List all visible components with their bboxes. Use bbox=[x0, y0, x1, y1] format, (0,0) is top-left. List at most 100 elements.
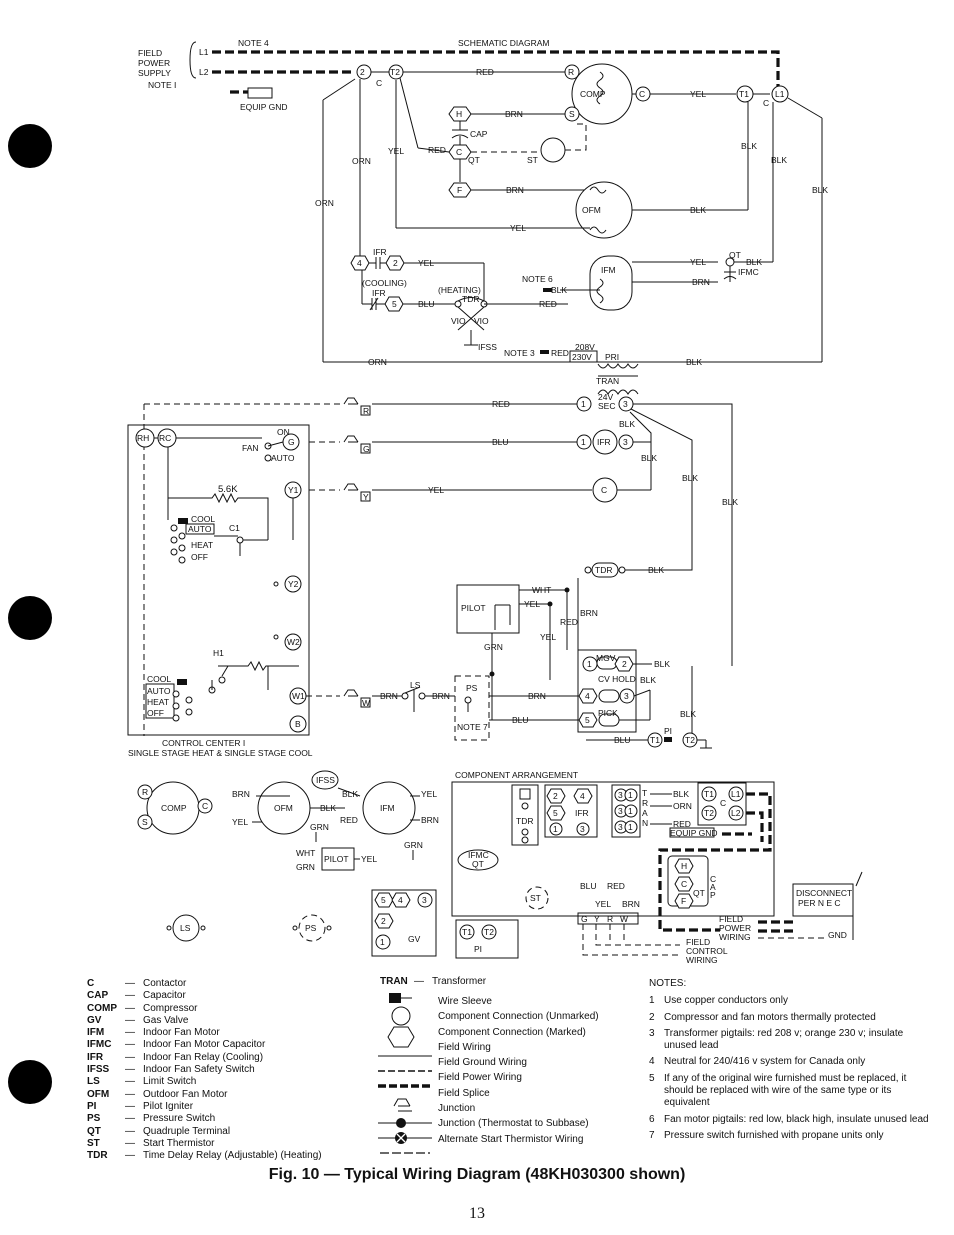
note-number: 4 bbox=[649, 1056, 655, 1068]
tran-label: TRAN bbox=[596, 376, 619, 386]
gnd-label: GND bbox=[828, 930, 847, 940]
legend-abbr: CAP bbox=[87, 990, 109, 1002]
cool-label-2: COOL bbox=[147, 674, 171, 684]
legend-row: ST—Start Thermistor bbox=[87, 1138, 322, 1150]
fpw-label-2: POWER bbox=[719, 923, 751, 933]
wire-label-orn-1: ORN bbox=[352, 156, 371, 166]
pilot-box bbox=[456, 584, 520, 634]
wire-label-brn-2: BRN bbox=[506, 185, 524, 195]
wire-label-grn-4: GRN bbox=[296, 862, 315, 872]
ifr-terminal-4 bbox=[350, 255, 370, 271]
wire-label-blk-4: BLK bbox=[812, 185, 828, 195]
legend-dash: — bbox=[125, 1076, 135, 1088]
field-splice-red bbox=[343, 397, 359, 405]
note7-label: NOTE 7 bbox=[457, 722, 488, 732]
w1-label: W1 bbox=[292, 691, 305, 701]
contactor-block-c: C bbox=[720, 798, 726, 808]
legend-desc: Indoor Fan Relay (Cooling) bbox=[143, 1051, 264, 1063]
t1-label: T1 bbox=[739, 89, 749, 99]
splice-g-label: G bbox=[363, 444, 370, 454]
legend-abbr: IFR bbox=[87, 1051, 104, 1063]
wire-label-red-9: RED bbox=[607, 881, 625, 891]
legend-abbr: COMP bbox=[87, 1002, 117, 1014]
note-number: 2 bbox=[649, 1011, 655, 1023]
tran-block-3a: 3 bbox=[618, 790, 623, 800]
ifmc-label: IFMC bbox=[738, 267, 759, 277]
st-block-label: ST bbox=[530, 893, 541, 903]
ifr-4-label: 4 bbox=[357, 258, 362, 268]
legend-desc: Quadruple Terminal bbox=[143, 1125, 231, 1137]
legend-desc: Gas Valve bbox=[143, 1014, 189, 1026]
wire-label-yel-8: YEL bbox=[540, 632, 556, 642]
control-center-title-1: CONTROL CENTER I bbox=[162, 738, 245, 748]
ifr-block-1: 1 bbox=[553, 824, 558, 834]
tdr-heater bbox=[591, 562, 619, 578]
legend-abbr: IFSS bbox=[87, 1064, 110, 1076]
ifr-block-5: 5 bbox=[553, 808, 558, 818]
wire-sleeve-tran bbox=[540, 350, 549, 354]
wire-label-blk-6: BLK bbox=[746, 257, 762, 267]
note6-label: NOTE 6 bbox=[522, 274, 553, 284]
wire-label-red-2: RED bbox=[428, 145, 446, 155]
wire-label-yel-10: YEL bbox=[421, 789, 437, 799]
legend-abbr: OFM bbox=[87, 1088, 110, 1100]
legend-row: OFM—Outdoor Fan Motor bbox=[87, 1089, 322, 1101]
components-lower-left: COMP R S C OFM BRN YEL BLK GRN IFSS BLK … bbox=[137, 770, 439, 957]
contactor-coil-label: C bbox=[601, 485, 607, 495]
comp-c-label: C bbox=[639, 89, 645, 99]
c1-label: C1 bbox=[229, 523, 240, 533]
symbol-desc: Component Connection (Unmarked) bbox=[438, 1011, 599, 1023]
fcw-label-3: WIRING bbox=[686, 955, 718, 965]
legend-row: LS—Limit Switch bbox=[87, 1076, 322, 1088]
tran-block bbox=[611, 784, 641, 838]
legend-desc: Indoor Fan Motor bbox=[143, 1027, 220, 1039]
wire-label-yel-9: YEL bbox=[232, 817, 248, 827]
page-number: 13 bbox=[469, 1205, 485, 1222]
junction-icon bbox=[378, 1118, 432, 1128]
tran-letter-a: A bbox=[642, 808, 648, 818]
start-thermistor bbox=[540, 137, 566, 163]
control-section: 1 3 RED R BLU G 1 IFR 3 YEL Y C bbox=[127, 396, 738, 758]
tdr-label-schematic: TDR bbox=[462, 294, 479, 304]
ifr-block-2: 2 bbox=[553, 791, 558, 801]
legend-dash: — bbox=[125, 1088, 135, 1100]
ifr-coil-3-label: 3 bbox=[623, 437, 628, 447]
ifr-block-4: 4 bbox=[580, 791, 585, 801]
legend-dash: — bbox=[125, 1002, 135, 1014]
tran-letter-r: R bbox=[642, 798, 648, 808]
wire-label-red-7: RED bbox=[340, 815, 358, 825]
legend-row: QT—Quadruple Terminal bbox=[87, 1126, 322, 1138]
legend-row: PS—Pressure Switch bbox=[87, 1113, 322, 1125]
note-number: 1 bbox=[649, 995, 655, 1007]
ifm-component-label: IFM bbox=[380, 803, 395, 813]
rc-label: RC bbox=[159, 433, 171, 443]
wire-label-yel-5: YEL bbox=[690, 257, 706, 267]
b-terminal bbox=[289, 715, 307, 733]
ifm-label: IFM bbox=[601, 265, 616, 275]
wire-label-blu-2: BLU bbox=[492, 437, 509, 447]
gv-comp-5: 5 bbox=[381, 895, 386, 905]
field-power-label-2: POWER bbox=[138, 58, 170, 68]
fan-label: FAN bbox=[242, 443, 259, 453]
pilot-component-label: PILOT bbox=[324, 854, 349, 864]
legend-row: IFM—Indoor Fan Motor bbox=[87, 1027, 322, 1039]
pilot-label: PILOT bbox=[461, 603, 486, 613]
t2-label: T2 bbox=[390, 67, 400, 77]
control-center-box bbox=[127, 424, 310, 736]
comp-r-terminal bbox=[564, 64, 580, 80]
legend-abbr: GV bbox=[87, 1014, 102, 1026]
symbol-desc: Field Splice bbox=[438, 1087, 490, 1099]
tran-block-3b: 3 bbox=[618, 806, 623, 816]
legend-dash: — bbox=[125, 1113, 135, 1125]
tran-3-label: 3 bbox=[623, 399, 628, 409]
terminal-strip bbox=[577, 912, 639, 925]
field-power-wire-l1 bbox=[212, 50, 780, 92]
legend-row: COMP—Compressor bbox=[87, 1003, 322, 1015]
